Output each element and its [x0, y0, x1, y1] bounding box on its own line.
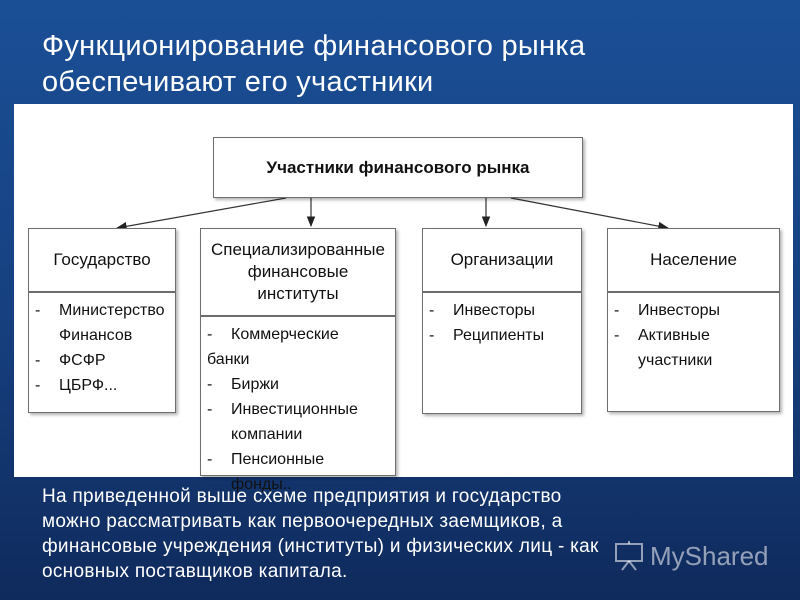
list-item: -Инвесторы — [614, 302, 720, 319]
node-institutions-title-line-2: финансовые — [247, 262, 349, 281]
caption-text: На приведенной выше схеме предприятия и … — [42, 484, 782, 584]
arrow-to-population — [510, 197, 670, 231]
title-line-2: обеспечивают его участники — [42, 66, 434, 98]
node-population-header: Население — [607, 228, 780, 292]
node-organizations-title: Организации — [450, 250, 554, 269]
connector-arrows — [115, 197, 670, 231]
root-node: Участники финансового рынка — [213, 137, 583, 198]
watermark: MyShared — [612, 538, 769, 574]
caption-line-2: можно рассматривать как первоочередных з… — [42, 511, 563, 532]
caption-line-1: На приведенной выше схеме предприятия и … — [42, 486, 562, 507]
caption-line-4: основных поставщиков капитала. — [42, 561, 348, 582]
list-item: -Реципиенты — [429, 327, 545, 344]
node-government-list: -Министерство Финансов -ФСФР -ЦБРФ... — [28, 292, 176, 413]
node-organizations-list: -Инвесторы -Реципиенты — [422, 292, 582, 414]
list-item: -ЦБРФ... — [35, 377, 118, 394]
node-institutions-title-line-1: Специализированные — [211, 240, 385, 259]
list-item: -Пенсионные фонды.. — [207, 451, 325, 493]
node-institutions-header: Специализированные финансовые институты — [200, 228, 396, 316]
diagram-panel: Участники финансового рынка Государство … — [14, 104, 793, 493]
node-organizations-header: Организации — [422, 228, 582, 292]
node-government-header: Государство — [28, 228, 176, 292]
list-item: -Инвестиционные — [207, 401, 358, 418]
list-item: банки — [207, 351, 250, 368]
node-government-title: Государство — [53, 250, 151, 269]
slide-title: Функционирование финансового рынка обесп… — [42, 28, 762, 100]
list-item: Финансов — [59, 327, 133, 344]
list-item: -ФСФР — [35, 352, 106, 369]
list-item: -Активные — [614, 327, 710, 344]
watermark-text: MyShared — [650, 540, 769, 571]
list-item: участники — [638, 352, 713, 369]
caption-line-3: финансовые учреждения (институты) и физи… — [42, 536, 599, 557]
title-line-1: Функционирование финансового рынка — [42, 30, 586, 62]
node-institutions-list: -Коммерческие банки -Биржи -Инвестиционн… — [200, 316, 396, 493]
list-item: -Биржи — [207, 376, 279, 393]
list-item: -Министерство — [35, 302, 165, 319]
list-item: -Инвесторы — [429, 302, 535, 319]
arrow-to-government — [115, 197, 287, 231]
root-label: Участники финансового рынка — [266, 157, 530, 177]
node-population-title: Население — [650, 250, 737, 269]
presentation-board-icon — [615, 541, 643, 571]
list-item: -Коммерческие — [207, 326, 339, 343]
node-population-list: -Инвесторы -Активные участники — [607, 292, 780, 412]
node-institutions-title-line-3: институты — [257, 284, 339, 303]
list-item: компании — [231, 426, 303, 443]
